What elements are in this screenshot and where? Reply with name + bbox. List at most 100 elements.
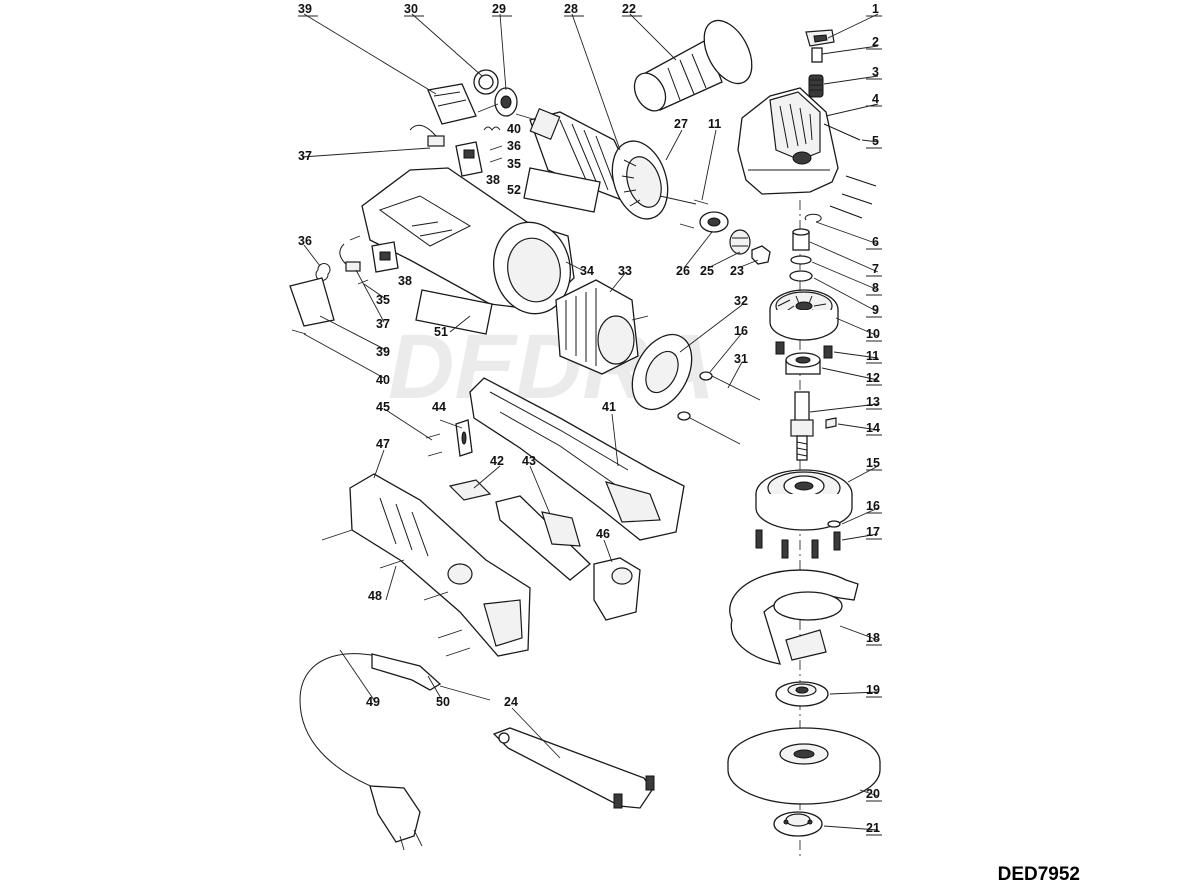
part-label: 20 xyxy=(866,787,880,801)
part-label: 8 xyxy=(872,281,879,295)
part-label: 16 xyxy=(734,324,748,338)
part-4-shape xyxy=(737,87,839,195)
part-6-shape xyxy=(804,213,822,223)
part-label: 11 xyxy=(708,117,721,131)
part-label: 17 xyxy=(866,525,880,539)
part-34-shape xyxy=(361,167,575,315)
part-label: 38 xyxy=(398,274,412,288)
part-2-shape xyxy=(811,47,823,63)
part-22-shape xyxy=(633,19,753,112)
part-label: 29 xyxy=(492,2,506,16)
part-30-shape xyxy=(473,69,499,95)
part-28-shape xyxy=(515,107,639,201)
part-label: 40 xyxy=(376,373,390,387)
part-label: 40 xyxy=(507,122,521,136)
part-5-shape xyxy=(823,123,877,219)
part-37-shape-b xyxy=(339,243,361,272)
part-label: 43 xyxy=(522,454,536,468)
part-38-shape-a xyxy=(455,141,483,177)
model-number: DED7952 xyxy=(998,864,1080,885)
part-label: 7 xyxy=(872,262,879,276)
part-39-shape-a xyxy=(427,83,477,125)
part-27-shape xyxy=(611,140,697,220)
part-36-shape-b xyxy=(315,263,331,281)
part-label: 9 xyxy=(872,303,879,317)
handle-assembly xyxy=(299,377,685,851)
part-label: 46 xyxy=(596,527,610,541)
part-35-shape-a xyxy=(489,145,503,163)
part-label: 21 xyxy=(866,821,880,835)
part-52-shape xyxy=(523,167,601,213)
part-50-shape xyxy=(371,653,491,701)
part-43-shape xyxy=(495,495,591,581)
part-49-shape xyxy=(299,653,423,851)
part-7-shape xyxy=(792,228,810,251)
part-label: 5 xyxy=(872,134,879,148)
part-41-shape xyxy=(469,377,685,541)
part-24-shape xyxy=(492,727,655,809)
part-label: 52 xyxy=(507,183,521,197)
part-label: 11 xyxy=(866,349,879,363)
part-label: 44 xyxy=(432,400,446,414)
part-label: 34 xyxy=(580,264,594,278)
part-label: 33 xyxy=(618,264,632,278)
part-12-shape xyxy=(785,352,821,375)
part-label: 2 xyxy=(872,35,879,49)
part-19-shape xyxy=(775,681,829,707)
housing-assembly xyxy=(289,167,761,445)
part-label: 18 xyxy=(866,631,880,645)
part-38-shape-b xyxy=(371,241,399,273)
right-assembly xyxy=(727,29,881,860)
part-label: 26 xyxy=(676,264,690,278)
part-8-shape xyxy=(790,255,812,265)
part-51-shape xyxy=(415,289,493,335)
part-label: 37 xyxy=(376,317,390,331)
part-label: 25 xyxy=(700,264,714,278)
part-39-shape-b xyxy=(289,277,335,327)
part-label: 36 xyxy=(298,234,312,248)
part-48-shape xyxy=(321,529,471,657)
part-18-shape xyxy=(729,569,859,665)
part-31-shape-b xyxy=(689,417,741,445)
part-label: 35 xyxy=(376,293,390,307)
part-label: 39 xyxy=(298,2,312,16)
part-label: 31 xyxy=(734,352,748,366)
part-10-shape xyxy=(769,289,839,341)
part-label: 28 xyxy=(564,2,578,16)
part-36-shape-a xyxy=(483,126,501,131)
top-assembly xyxy=(409,19,771,265)
part-16-shape-a xyxy=(827,520,841,528)
part-40-shape-b xyxy=(291,329,307,335)
leader-lines xyxy=(301,13,879,831)
part-35-shape-b xyxy=(349,235,369,285)
part-label: 45 xyxy=(376,400,390,414)
part-label: 47 xyxy=(376,437,390,451)
part-14-shape xyxy=(825,417,837,429)
part-13-shape xyxy=(790,391,814,461)
part-3-shape xyxy=(808,74,824,98)
part-37-shape-a xyxy=(409,124,445,147)
part-25-shape xyxy=(729,229,751,255)
part-11-shape-b xyxy=(679,199,709,229)
part-label: 48 xyxy=(368,589,382,603)
part-label: 1 xyxy=(872,2,879,16)
part-20-shape xyxy=(727,727,881,805)
part-label: 22 xyxy=(622,2,636,16)
part-labels: 1 2 3 4 5 6 7 8 9 10 11 12 13 14 15 16 1… xyxy=(298,2,882,836)
part-label: 32 xyxy=(734,294,748,308)
part-1-shape xyxy=(805,29,835,47)
part-label: 51 xyxy=(434,325,448,339)
part-label: 41 xyxy=(602,400,616,414)
part-44-shape xyxy=(455,419,473,457)
part-label: 16 xyxy=(866,499,880,513)
part-label: 13 xyxy=(866,395,880,409)
part-label: 49 xyxy=(366,695,380,709)
part-21-shape xyxy=(773,811,823,837)
part-label: 27 xyxy=(674,117,688,131)
part-label: 15 xyxy=(866,456,880,470)
part-label: 36 xyxy=(507,139,521,153)
part-label: 37 xyxy=(298,149,312,163)
part-11-shape-a xyxy=(775,341,833,359)
part-label: 19 xyxy=(866,683,880,697)
